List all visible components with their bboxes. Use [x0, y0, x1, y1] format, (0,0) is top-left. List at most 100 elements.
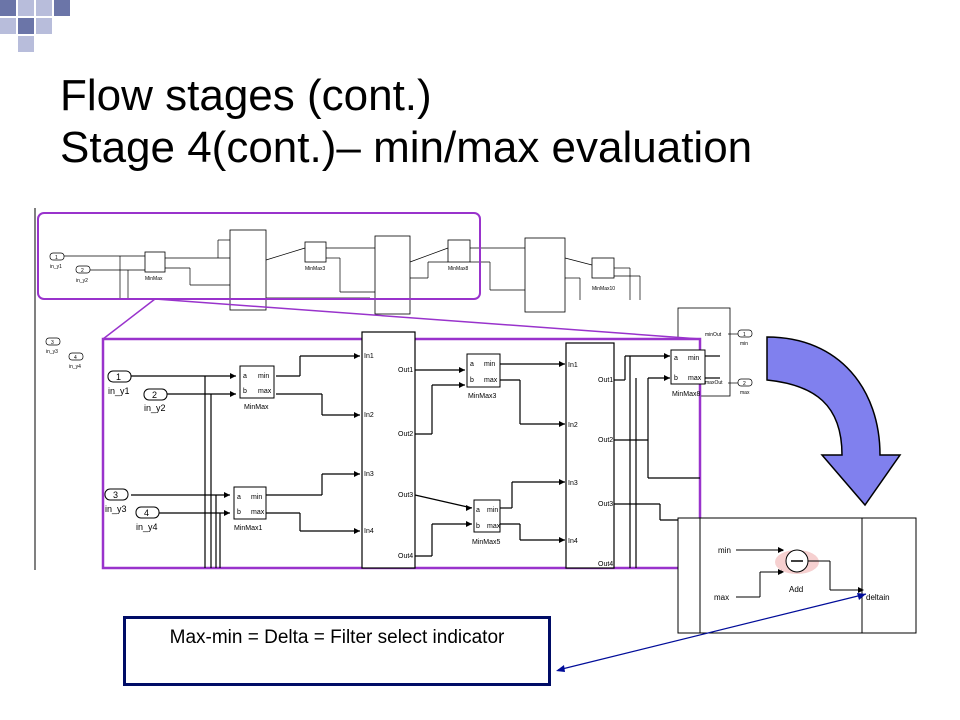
- mux-input-label: In2: [364, 412, 374, 419]
- overview-minmax-block: [447, 239, 471, 263]
- overview-minmax-block: [144, 251, 166, 273]
- port-min: min: [258, 373, 269, 380]
- overview-inport-label: in_y2: [76, 278, 88, 284]
- mux-output-label: Out1: [398, 367, 413, 374]
- port-max: max: [688, 375, 702, 382]
- overview-mux-block: [524, 237, 566, 313]
- block-label: MinMax8: [672, 391, 701, 398]
- inport-label: in_y2: [144, 403, 166, 413]
- overview-output-signal: minOut: [705, 332, 722, 338]
- port-min: min: [688, 355, 699, 362]
- inport-label: in_y3: [105, 504, 127, 514]
- inport-block: [104, 488, 129, 501]
- overview-outport-number: 2: [743, 381, 746, 387]
- port-b: b: [674, 375, 678, 382]
- port-max: max: [251, 509, 265, 516]
- port-max: max: [484, 377, 498, 384]
- corner-square: [18, 0, 34, 16]
- overview-minmax-block: [304, 241, 327, 263]
- corner-square: [36, 0, 52, 16]
- overview-mux-block: [374, 235, 411, 315]
- overview-outport-label: min: [740, 341, 748, 347]
- overview-outport: [737, 329, 753, 338]
- port-b: b: [476, 523, 480, 530]
- minmax-block: a b min max MinMax1: [233, 486, 267, 532]
- overview-block-label: MinMax: [145, 276, 163, 282]
- overview-block-label: MinMax3: [305, 266, 326, 272]
- inport-label: in_y4: [136, 522, 158, 532]
- inport-number: 3: [113, 490, 118, 500]
- overview-outport: [737, 378, 753, 387]
- corner-square: [0, 0, 16, 16]
- mux-block: [361, 331, 416, 569]
- block-label: MinMax1: [234, 525, 263, 532]
- mux-output-label: Out1: [598, 377, 613, 384]
- port-min: min: [487, 507, 498, 514]
- overview-minmax-block: [591, 257, 615, 279]
- delta-input-max: max: [714, 593, 729, 602]
- mux-output-label: Out4: [598, 561, 613, 568]
- slide-title: Flow stages (cont.) Stage 4(cont.)– min/…: [60, 70, 920, 174]
- block-label: MinMax3: [468, 393, 497, 400]
- port-a: a: [470, 361, 474, 368]
- connector-arrowhead: [556, 665, 565, 672]
- overview-inport-number: 3: [51, 340, 54, 346]
- callout-box: Max-min = Delta = Filter select indicato…: [123, 616, 551, 686]
- connector-arrowhead: [857, 593, 866, 600]
- overview-mux-block: [229, 229, 267, 311]
- corner-decoration: [0, 0, 70, 52]
- corner-square: [18, 36, 34, 52]
- inport-number: 2: [152, 390, 157, 400]
- minmax-block: a b min max MinMax: [239, 365, 275, 411]
- overview-inport: [68, 352, 84, 361]
- delta-sign-plus: +: [779, 567, 784, 576]
- mux-output-label: Out4: [398, 553, 413, 560]
- delta-diagram: min max - + Add deltain: [677, 517, 917, 634]
- mux-output-label: Out3: [398, 492, 413, 499]
- overview-inport-number: 2: [81, 268, 84, 274]
- port-a: a: [243, 373, 247, 380]
- mux-block: [565, 342, 615, 569]
- inport-label: in_y1: [108, 386, 130, 396]
- flow-arrow-icon: [766, 336, 902, 507]
- port-min: min: [251, 494, 262, 501]
- mux-input-label: In3: [364, 471, 374, 478]
- port-b: b: [470, 377, 474, 384]
- port-b: b: [237, 509, 241, 516]
- overview-highlight: [37, 212, 481, 300]
- callout-text: Max-min = Delta = Filter select indicato…: [169, 627, 505, 648]
- mux-input-label: In1: [364, 353, 374, 360]
- overview-inport: [75, 265, 91, 274]
- title-line-1: Flow stages (cont.): [60, 71, 432, 120]
- port-max: max: [258, 388, 272, 395]
- mux-output-label: Out2: [598, 437, 613, 444]
- overview-inport: [45, 337, 61, 346]
- overview-inport: [49, 252, 65, 261]
- port-min: min: [484, 361, 495, 368]
- add-block-label: Add: [789, 585, 803, 594]
- corner-square: [18, 18, 34, 34]
- inport-block: [107, 370, 132, 383]
- overview-inport-number: 1: [55, 255, 58, 261]
- port-a: a: [476, 507, 480, 514]
- callout-connector: [557, 593, 867, 671]
- overview-inport-label: in_y1: [50, 264, 62, 270]
- inport-number: 4: [144, 508, 149, 518]
- minmax-block: a b min max MinMax5: [472, 499, 501, 546]
- delta-input-min: min: [718, 546, 731, 555]
- minmax-block: a b min max MinMax3: [466, 353, 501, 400]
- overview-inport-label: in_y3: [46, 349, 58, 355]
- port-max: max: [487, 523, 501, 530]
- inport-block: [135, 506, 160, 519]
- mux-input-label: In4: [568, 538, 578, 545]
- block-label: MinMax: [244, 404, 269, 411]
- overview-block-label: MinMax10: [592, 286, 615, 292]
- delta-sign-minus: -: [781, 546, 784, 555]
- minmax-block: a b min max MinMax8: [670, 349, 706, 398]
- corner-square: [54, 0, 70, 16]
- delta-frame: [677, 517, 917, 634]
- overview-inport-number: 4: [74, 355, 77, 361]
- port-b: b: [243, 388, 247, 395]
